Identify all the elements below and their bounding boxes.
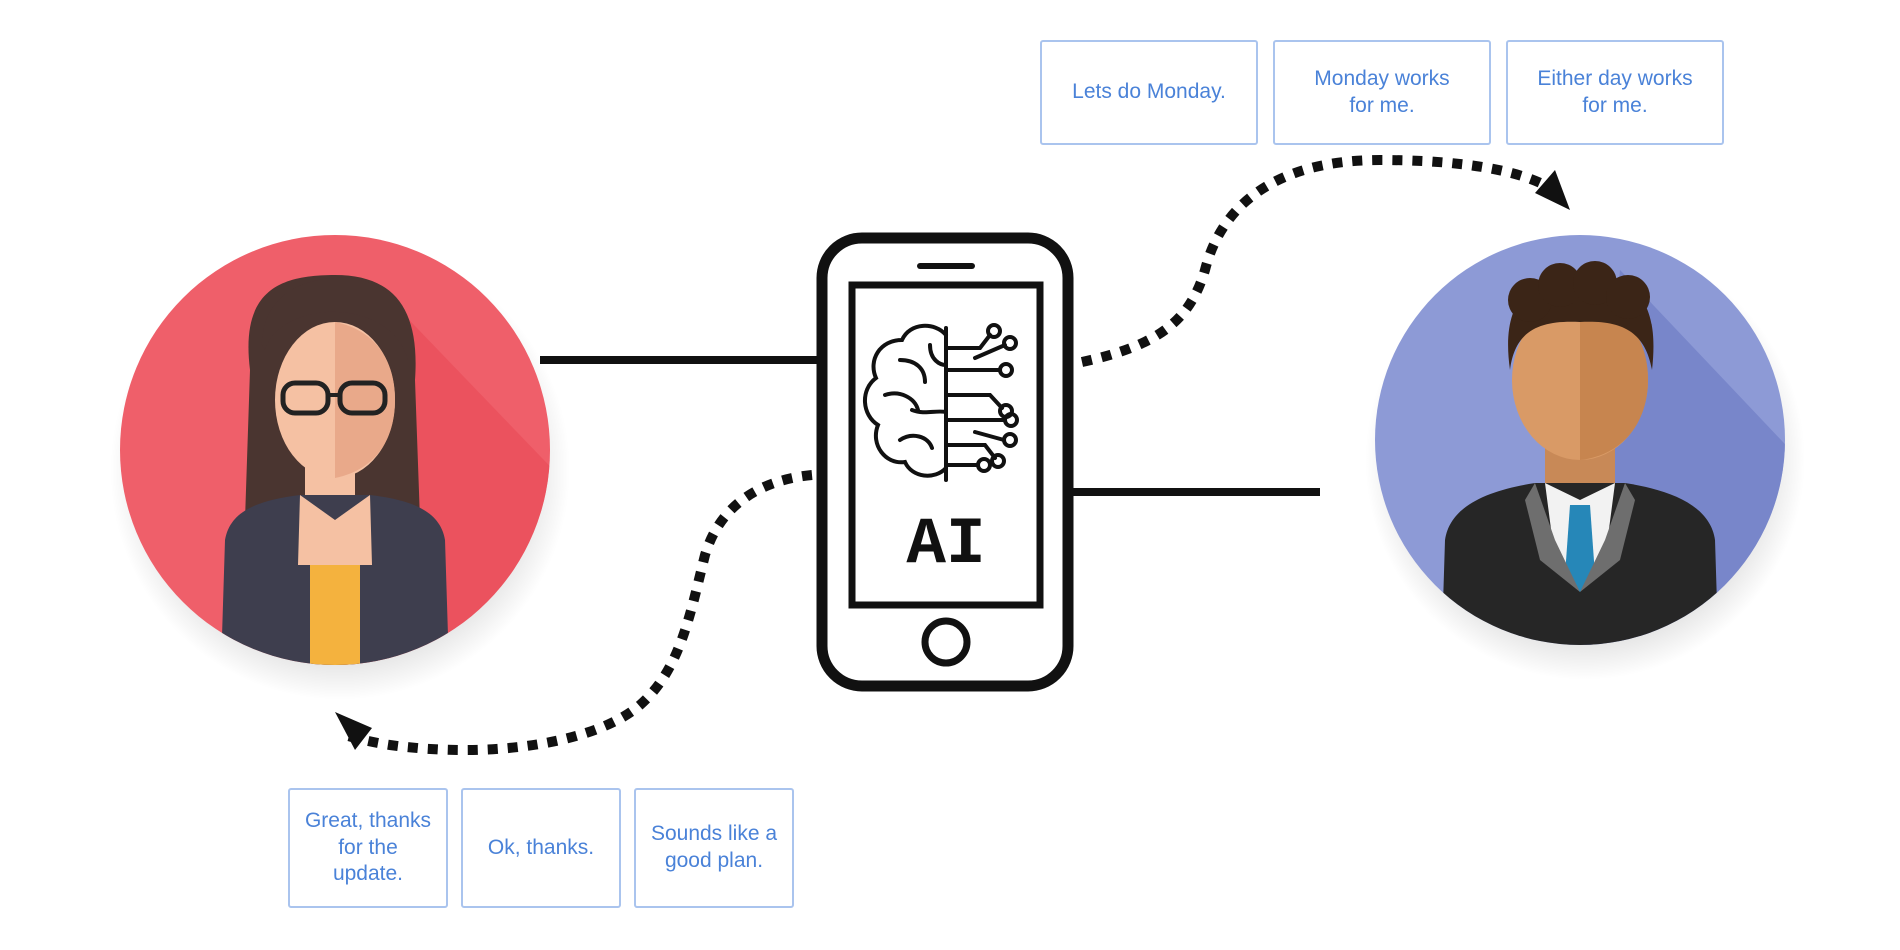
arrowhead-to-man — [1535, 170, 1570, 210]
suggestion-to-woman-1[interactable]: Great, thanks for the update. — [288, 788, 448, 908]
suggestion-to-woman-2[interactable]: Ok, thanks. — [461, 788, 621, 908]
arrowhead-to-woman — [335, 712, 372, 750]
suggestion-to-man-2[interactable]: Monday works for me. — [1273, 40, 1491, 145]
man-avatar-icon — [1365, 235, 1805, 680]
dotted-arrow-to-man — [1080, 154, 1553, 367]
suggestion-to-man-1[interactable]: Lets do Monday. — [1040, 40, 1258, 145]
suggestion-to-woman-3[interactable]: Sounds like a good plan. — [634, 788, 794, 908]
woman-avatar-icon — [110, 235, 570, 700]
phone-ai-label: AI — [906, 507, 985, 582]
brain-circuit-icon — [863, 323, 1019, 482]
dotted-arrow-to-woman — [343, 470, 813, 756]
suggestion-to-man-3[interactable]: Either day works for me. — [1506, 40, 1724, 145]
